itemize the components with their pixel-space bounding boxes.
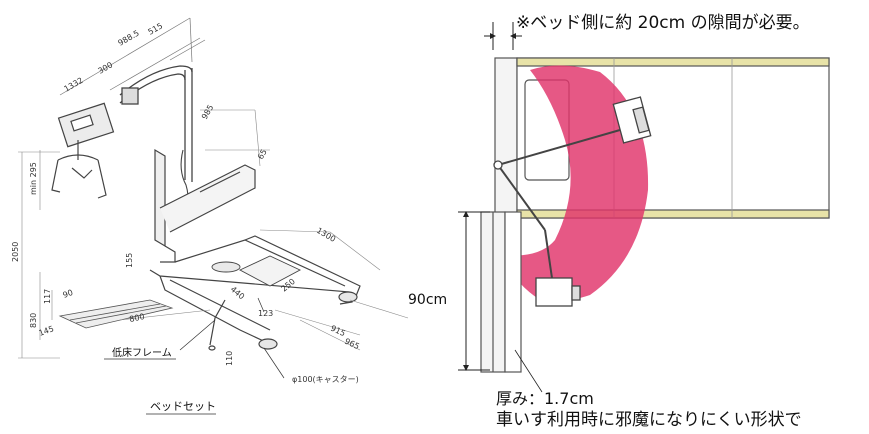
lift-motor-unit [51, 102, 115, 199]
dim-caster: φ100(キャスター) [292, 375, 359, 384]
dim-123: 123 [258, 309, 273, 318]
dim-440: 440 [229, 285, 246, 302]
dim-2050: 2050 [11, 242, 20, 262]
low-floor-frame-label: 低床フレーム [112, 346, 172, 359]
leader-lines [179, 297, 285, 379]
lift-arm-top-view [493, 96, 652, 307]
dim-830: 830 [29, 313, 38, 328]
wheelchair-note: 車いす利用時に邪魔になりにくい形状で [496, 410, 802, 430]
lift-post-top-view [480, 211, 522, 373]
dim-515: 515 [147, 21, 165, 36]
low-floor-frame-plate [58, 299, 174, 329]
dim-117: 117 [43, 289, 52, 304]
dim-min-295: min 295 [29, 162, 38, 195]
dim-155: 155 [125, 253, 134, 268]
dim-1300: 1300 [315, 226, 337, 244]
gap-note: ※ベッド側に約 20cm の隙間が必要。 [516, 13, 810, 33]
bed-top-view-drawing [458, 22, 830, 393]
lift-base-frame [149, 148, 361, 351]
dim-800: 800 [129, 312, 146, 324]
height-label: 90cm [408, 292, 447, 308]
thickness-label: 厚み：1.7cm [496, 389, 594, 408]
dim-985: 985 [200, 103, 215, 121]
height-dimension [458, 211, 490, 371]
lift-mast [119, 65, 193, 221]
dim-65: 65 [256, 148, 269, 161]
lift-isometric-drawing [18, 17, 409, 379]
bed-set-caption: ベッドセット [150, 400, 216, 413]
dim-1332: 1332 [63, 76, 85, 94]
gap-marker [484, 22, 522, 50]
dim-90: 90 [62, 288, 75, 300]
thickness-leader [514, 349, 543, 393]
dim-110: 110 [225, 351, 234, 366]
dim-300: 300 [97, 60, 115, 75]
side-dimension-lines [18, 109, 409, 359]
swing-area [505, 65, 649, 302]
top-dimension-lines [59, 17, 206, 96]
dim-988-5: 988.5 [117, 28, 141, 47]
